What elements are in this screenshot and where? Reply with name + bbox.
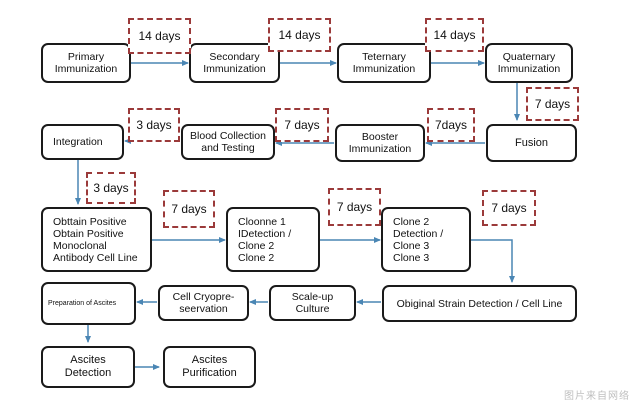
node-blood-collection: Blood Collection and Testing xyxy=(181,124,275,160)
days-label: 7 days xyxy=(163,190,215,228)
node-cell-cryopreservation: Cell Cryopre- seervation xyxy=(158,285,249,321)
node-cloone-1-detection: Cloonne 1 IDetection / Clone 2 Clone 2 xyxy=(226,207,320,272)
node-ascites-purification: Ascites Purification xyxy=(163,346,256,388)
days-label: 3 days xyxy=(128,108,180,142)
days-label: 14 days xyxy=(268,18,331,52)
node-clone-2-detection: Clone 2 Detection / Clone 3 Clone 3 xyxy=(381,207,471,272)
node-preparation-of-ascites: Preparation of Ascites xyxy=(41,282,136,325)
node-fusion: Fusion xyxy=(486,124,577,162)
node-obtain-positive: Obttain Positive Obtain Positive Monoclo… xyxy=(41,207,152,272)
arrow-clone2-to-original xyxy=(471,239,515,283)
node-scale-up-culture: Scale-up Culture xyxy=(269,285,356,321)
days-label: 14 days xyxy=(128,18,191,54)
days-label: 3 days xyxy=(86,172,136,204)
node-teternary-immunization: Teternary Immunization xyxy=(337,43,431,83)
days-label: 14 days xyxy=(425,18,484,52)
node-integration: Integration xyxy=(41,124,124,160)
node-ascites-detection: Ascites Detection xyxy=(41,346,135,388)
days-label: 7 days xyxy=(328,188,381,226)
days-label: 7 days xyxy=(275,108,329,142)
node-original-strain-detection: Obiginal Strain Detection / Cell Line xyxy=(382,285,577,322)
days-label: 7days xyxy=(427,108,475,142)
watermark: 图片来自网络 xyxy=(564,391,630,402)
node-quaternary-immunization: Quaternary Immunization xyxy=(485,43,573,83)
days-label: 7 days xyxy=(526,87,579,121)
node-primary-immunization: Primary Immunization xyxy=(41,43,131,83)
node-booster-immunization: Booster Immunization xyxy=(335,124,425,162)
days-label: 7 days xyxy=(482,190,536,226)
node-secondary-immunization: Secondary Immunization xyxy=(189,43,280,83)
